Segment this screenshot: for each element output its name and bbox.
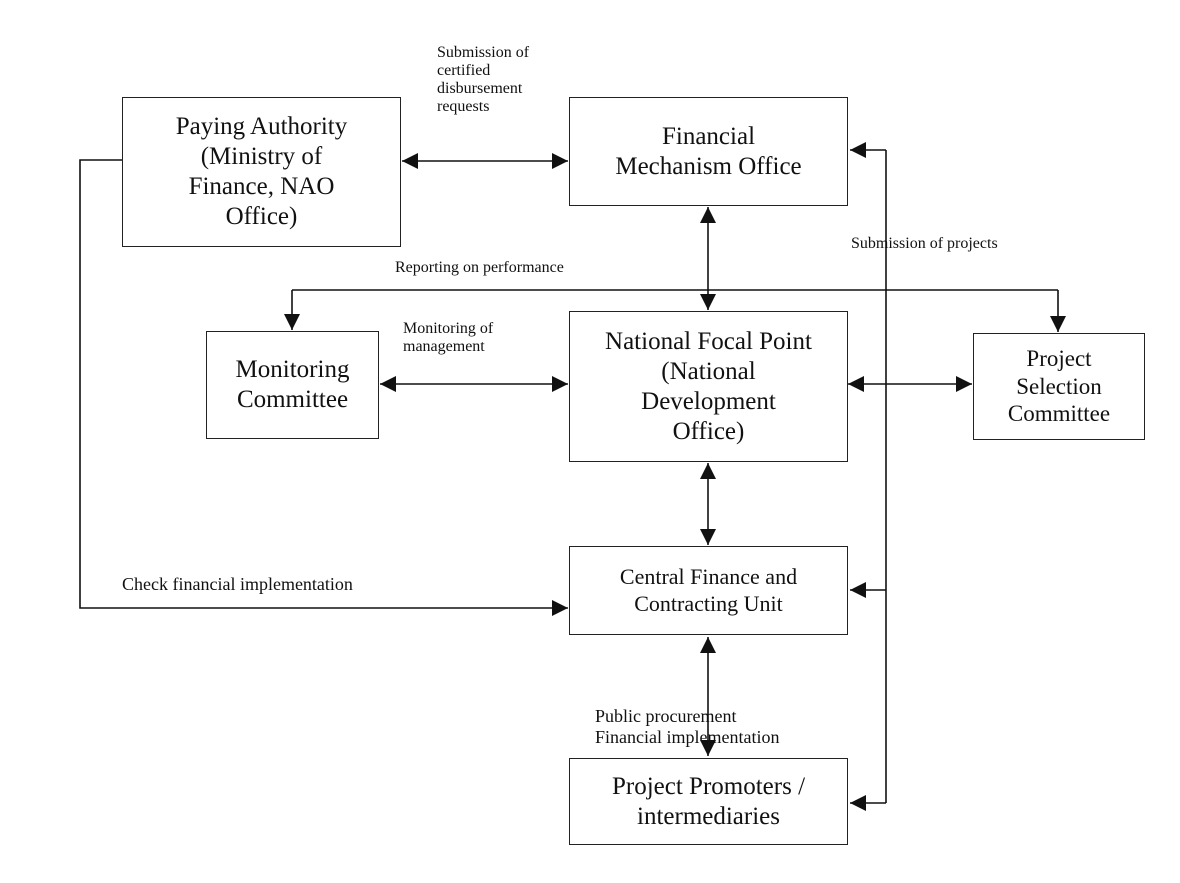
label-disbursement: Submission of certified disbursement req… bbox=[437, 44, 530, 115]
node-financial-mechanism-office: Financial Mechanism Office bbox=[569, 97, 848, 206]
node-project-promoters: Project Promoters / intermediaries bbox=[569, 758, 848, 845]
node-monitoring-committee: Monitoring Committee bbox=[206, 331, 379, 439]
node-monitoring-committee-label: Monitoring Committee bbox=[235, 356, 350, 413]
node-national-focal-point-label: National Focal Point (National Developme… bbox=[605, 327, 812, 445]
node-central-finance-unit-label: Central Finance and Contracting Unit bbox=[619, 564, 798, 616]
label-check-financial: Check financial implementation bbox=[122, 574, 353, 594]
node-paying-authority-label: Paying Authority (Ministry of Finance, N… bbox=[175, 113, 348, 230]
node-financial-mechanism-office-label: Financial Mechanism Office bbox=[615, 122, 802, 180]
label-procurement: Public procurement Financial implementat… bbox=[595, 706, 780, 747]
node-project-promoters-label: Project Promoters / intermediaries bbox=[611, 772, 806, 830]
node-national-focal-point: National Focal Point (National Developme… bbox=[569, 311, 848, 462]
label-monitoring-management: Monitoring of management bbox=[403, 320, 494, 355]
node-central-finance-unit: Central Finance and Contracting Unit bbox=[569, 546, 848, 635]
label-reporting-performance: Reporting on performance bbox=[395, 259, 564, 276]
label-submission-projects: Submission of projects bbox=[851, 235, 998, 252]
edge-check-financial bbox=[79, 159, 568, 616]
node-project-selection-committee: Project Selection Committee bbox=[973, 333, 1145, 440]
node-paying-authority: Paying Authority (Ministry of Finance, N… bbox=[122, 97, 401, 247]
node-project-selection-committee-label: Project Selection Committee bbox=[1007, 346, 1111, 427]
